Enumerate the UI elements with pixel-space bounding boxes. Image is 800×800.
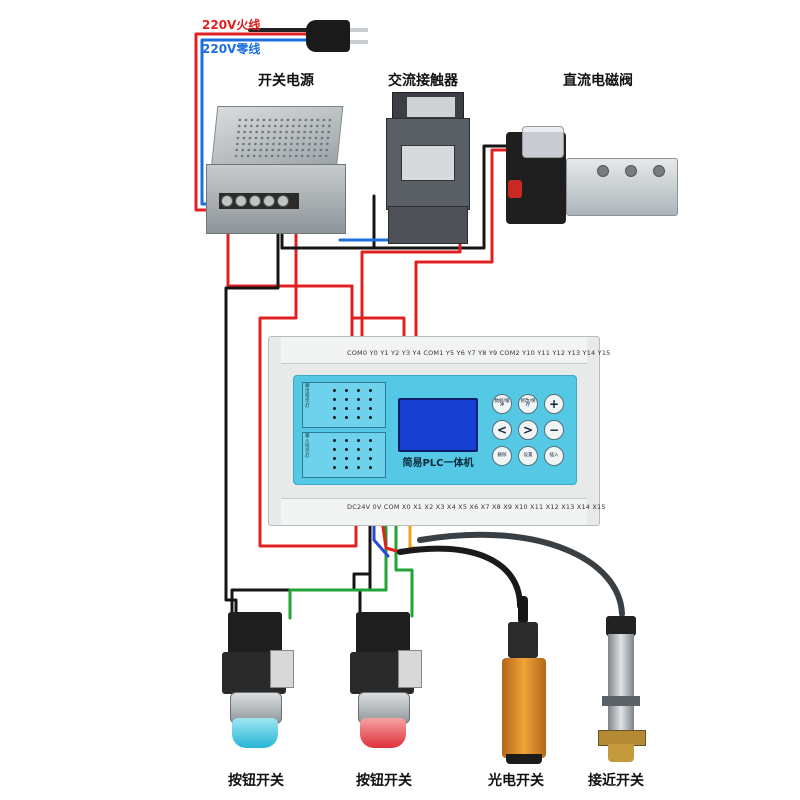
- right-button[interactable]: >: [518, 420, 538, 440]
- status-led: [369, 389, 372, 392]
- left-button[interactable]: <: [492, 420, 512, 440]
- photoelectric-sensor-icon: [494, 596, 554, 764]
- status-led: [333, 389, 336, 392]
- status-led: [357, 466, 360, 469]
- output-terminal-strip: COM0 Y0 Y1 Y2 Y3 Y4 COM1 Y5 Y6 Y7 Y8 Y9 …: [281, 337, 610, 364]
- plc-name: 简易PLC一体机: [402, 458, 474, 469]
- status-led: [333, 439, 336, 442]
- plc-display: [398, 398, 478, 452]
- status-led: [369, 448, 372, 451]
- status-led: [369, 439, 372, 442]
- status-led: [345, 416, 348, 419]
- status-led: [333, 448, 336, 451]
- insert-button[interactable]: 插入: [544, 446, 564, 466]
- status-led: [333, 416, 336, 419]
- solenoid-valve-label: 直流电磁阀: [563, 73, 633, 89]
- status-led: [345, 407, 348, 410]
- plc-front-panel: 输出指示灯 输入指示灯 简易PLC一体机 数据/缓冲 修改/保存 + < > −…: [293, 375, 577, 485]
- contactor-icon: [386, 92, 470, 244]
- status-led: [357, 457, 360, 460]
- status-led: [357, 439, 360, 442]
- status-led: [333, 466, 336, 469]
- minus-button[interactable]: −: [544, 420, 564, 440]
- push-button-icon: [346, 612, 430, 760]
- power-plug-icon: [306, 14, 368, 58]
- push-button-icon: [218, 612, 302, 760]
- status-led: [345, 398, 348, 401]
- power-supply-label: 开关电源: [258, 73, 314, 89]
- status-led: [345, 457, 348, 460]
- status-led: [333, 457, 336, 460]
- input-terminal-labels: DC24V 0V COM X0 X1 X2 X3 X4 X5 X6 X7 X8 …: [347, 503, 606, 511]
- input-led-bank: 输入指示灯: [302, 432, 386, 478]
- status-led: [357, 398, 360, 401]
- status-led: [345, 466, 348, 469]
- output-terminal-labels: COM0 Y0 Y1 Y2 Y3 Y4 COM1 Y5 Y6 Y7 Y8 Y9 …: [347, 349, 611, 357]
- output-led-bank: 输出指示灯: [302, 382, 386, 428]
- proximity-switch-label: 接近开关: [588, 773, 644, 789]
- power-supply-icon: [206, 106, 346, 234]
- input-terminal-strip: DC24V 0V COM X0 X1 X2 X3 X4 X5 X6 X7 X8 …: [281, 498, 606, 525]
- status-led: [333, 407, 336, 410]
- status-led: [369, 398, 372, 401]
- status-led: [369, 407, 372, 410]
- status-led: [357, 389, 360, 392]
- neutral-wire-label: 220V零线: [202, 42, 261, 56]
- status-led: [345, 448, 348, 451]
- proximity-sensor-icon: [594, 604, 650, 764]
- status-led: [345, 389, 348, 392]
- contactor-label: 交流接触器: [388, 73, 458, 89]
- set-button[interactable]: 设置: [518, 446, 538, 466]
- black-0v-wire: [224, 204, 280, 622]
- data-button[interactable]: 数据/缓冲: [492, 394, 512, 414]
- push-button-1-label: 按钮开关: [228, 773, 284, 789]
- output-led-label: 输出指示灯: [305, 384, 310, 409]
- status-led: [357, 448, 360, 451]
- status-led: [357, 416, 360, 419]
- status-led: [333, 398, 336, 401]
- input-led-label: 输入指示灯: [305, 434, 310, 459]
- status-led: [369, 457, 372, 460]
- delete-button[interactable]: 删除: [492, 446, 512, 466]
- photo-switch-label: 光电开关: [488, 773, 544, 789]
- status-led: [369, 416, 372, 419]
- status-led: [369, 466, 372, 469]
- save-button[interactable]: 修改/保存: [518, 394, 538, 414]
- solenoid-valve-icon: [500, 126, 680, 230]
- plus-button[interactable]: +: [544, 394, 564, 414]
- status-led: [345, 439, 348, 442]
- status-led: [357, 407, 360, 410]
- push-button-2-label: 按钮开关: [356, 773, 412, 789]
- plc-unit: COM0 Y0 Y1 Y2 Y3 Y4 COM1 Y5 Y6 Y7 Y8 Y9 …: [268, 336, 610, 526]
- live-wire-label: 220V火线: [202, 18, 261, 32]
